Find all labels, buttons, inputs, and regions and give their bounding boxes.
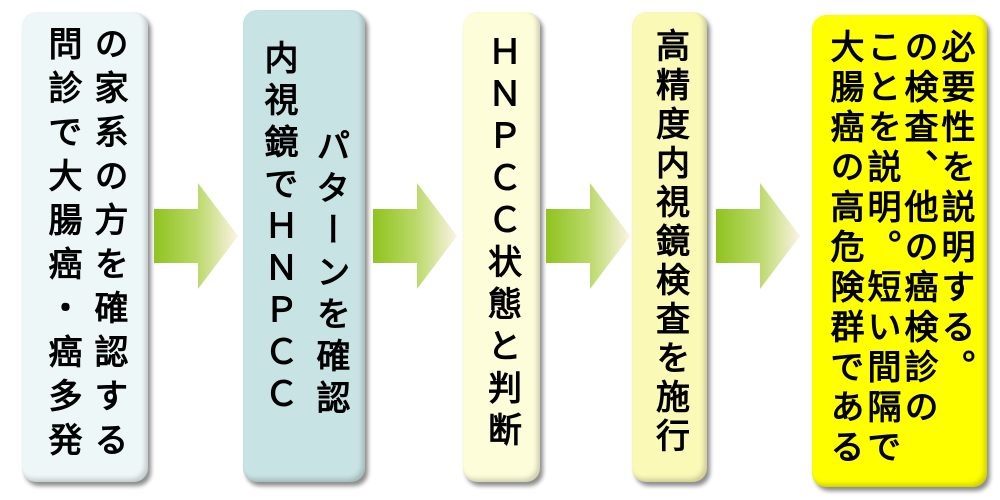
step-3-text: ＨＮＰＣＣ状態と判断 <box>481 34 522 454</box>
step-4-text: 高精度内視鏡検査を施行 <box>649 28 690 457</box>
step-2-text-col-1: 内視鏡でＨＮＰＣＣ <box>258 40 298 418</box>
arrow-right-icon <box>154 183 238 289</box>
step-5-text-col-3: の検査、他の癌検診の <box>898 29 938 429</box>
arrow-right-icon <box>546 183 630 289</box>
step-2-box: 内視鏡でＨＮＰＣＣ パターンを確認 <box>243 10 365 482</box>
step-5-text-col-2: ことを説明。短い間隔で <box>861 29 901 469</box>
arrow-right-icon <box>373 183 457 289</box>
step-1-text-col-2: の家系の方を確認する <box>88 26 128 466</box>
step-5-text-col-1: 大腸癌の高危険群である <box>824 29 864 469</box>
step-2-text-col-2: パターンを確認 <box>310 128 350 422</box>
step-3-box: ＨＮＰＣＣ状態と判断 <box>463 12 540 482</box>
step-4-box: 高精度内視鏡検査を施行 <box>632 12 707 482</box>
step-1-text-col-1: 問診で大腸癌・癌多発 <box>42 26 82 466</box>
step-1-box: 問診で大腸癌・癌多発 の家系の方を確認する <box>22 12 148 482</box>
step-5-text-col-4: 必要性を説明する。 <box>935 29 975 389</box>
arrow-right-icon <box>716 183 800 289</box>
step-5-box: 大腸癌の高危険群である ことを説明。短い間隔で の検査、他の癌検診の 必要性を説… <box>812 15 987 487</box>
